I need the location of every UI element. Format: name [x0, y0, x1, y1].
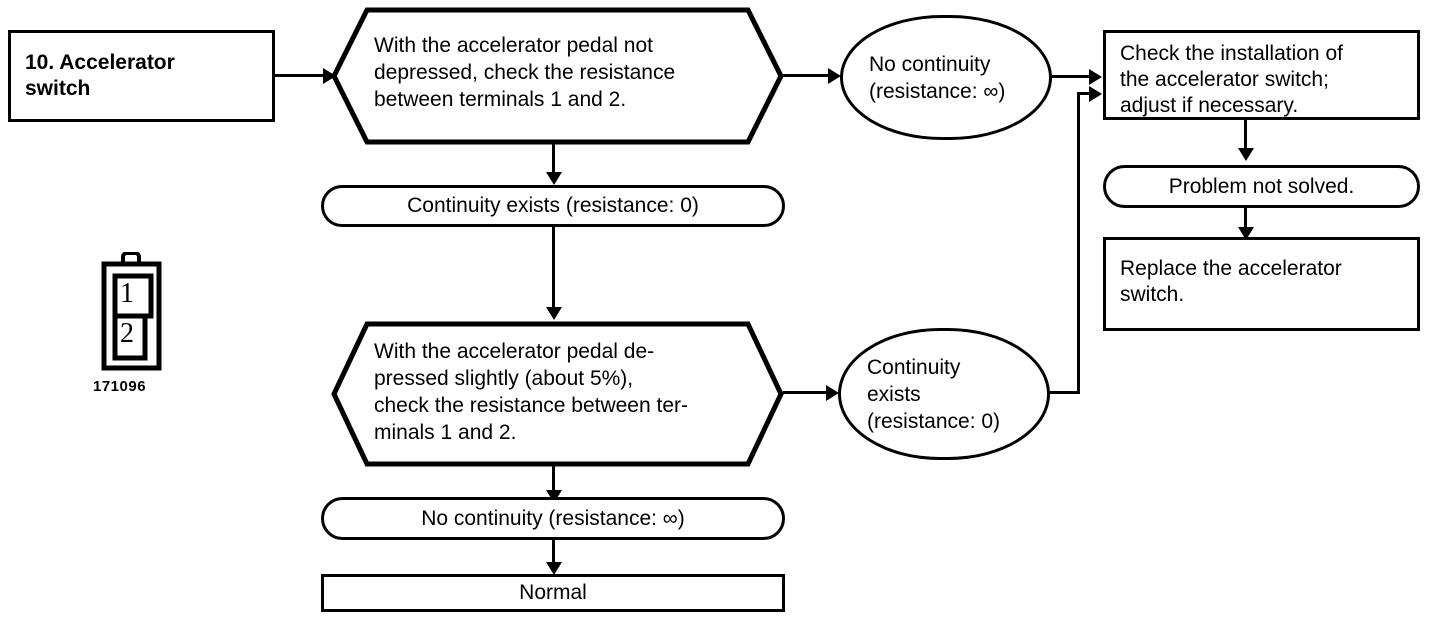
connector-no-continuity-to-normal [552, 540, 555, 566]
result-continuity-exists-oval-2: Continuity exists (resistance: 0) [838, 328, 1050, 460]
test-step-1-label: With the accelerator pedal not depressed… [374, 34, 676, 111]
connector-test1-to-no-continuity [783, 74, 835, 77]
connector-cont2-segment-right [1048, 391, 1080, 394]
arrowhead-nocont1-to-check-install [1089, 69, 1102, 85]
connector-cont2-segment-up [1077, 92, 1080, 394]
connector-test2-to-continuity-oval [783, 391, 833, 394]
arrowhead-check-install-to-problem [1238, 148, 1254, 161]
test-step-2-hexagon: With the accelerator pedal de- pressed s… [330, 320, 785, 468]
connector-illustration-svg [101, 251, 162, 371]
step-title-label: 10. Accelerator switch [25, 51, 175, 100]
result-continuity-exists-pill: Continuity exists (resistance: 0) [321, 185, 785, 227]
connector-continuity-pill-to-test2 [552, 227, 555, 312]
connector-terminal-illustration: 1 2 [98, 251, 166, 372]
arrowhead-no-continuity-to-normal [546, 562, 562, 575]
arrowhead-test2-to-continuity-oval [826, 385, 839, 401]
terminal-1-label: 1 [120, 278, 134, 309]
outcome-normal-label: Normal [519, 581, 587, 604]
test-step-1-hexagon: With the accelerator pedal not depressed… [330, 6, 785, 146]
connector-part-number: 171096 [93, 378, 147, 395]
connector-problem-to-replace [1244, 208, 1247, 232]
result-continuity-exists-label: Continuity exists (resistance: 0) [407, 194, 699, 217]
result-continuity-exists-label-2: Continuity exists (resistance: 0) [867, 355, 1001, 433]
result-no-continuity-label-1: No continuity (resistance: ∞) [869, 52, 1006, 103]
result-no-continuity-label-2: No continuity (resistance: ∞) [421, 506, 685, 530]
arrowhead-test1-to-continuity-pill [546, 172, 562, 185]
connector-nocont1-to-check-install [1052, 75, 1096, 78]
arrowhead-title-to-test1 [323, 68, 336, 84]
terminal-2-label: 2 [120, 318, 134, 349]
hexagon-outline-2 [331, 321, 784, 467]
connector-check-install-to-problem [1244, 120, 1247, 152]
status-problem-not-solved: Problem not solved. [1103, 165, 1420, 208]
connector-title-to-test1 [275, 74, 323, 77]
result-no-continuity-oval-1: No continuity (resistance: ∞) [840, 15, 1052, 140]
connector-test2-to-no-continuity-pill [552, 463, 555, 495]
connector-test1-to-continuity-pill [552, 141, 555, 177]
status-problem-not-solved-label: Problem not solved. [1168, 174, 1355, 198]
step-title-box-accelerator-switch: 10. Accelerator switch [8, 30, 275, 122]
action-check-installation-box: Check the installation of the accelerato… [1103, 30, 1420, 120]
connector-cont2-segment-into-box [1077, 92, 1099, 95]
result-no-continuity-pill-2: No continuity (resistance: ∞) [321, 497, 785, 540]
arrowhead-cont2-to-check-install [1089, 86, 1102, 102]
action-check-installation-label: Check the installation of the accelerato… [1120, 42, 1343, 117]
arrowhead-problem-to-replace [1238, 227, 1254, 240]
action-replace-switch-label: Replace the accelerator switch. [1120, 257, 1342, 306]
action-replace-switch-box: Replace the accelerator switch. [1103, 237, 1420, 331]
test-step-2-label: With the accelerator pedal de- pressed s… [374, 340, 688, 444]
arrowhead-test1-to-no-continuity [828, 68, 841, 84]
arrowhead-continuity-pill-to-test2 [546, 307, 562, 320]
outcome-normal-box: Normal [321, 574, 785, 612]
hexagon-outline-1 [331, 7, 784, 145]
